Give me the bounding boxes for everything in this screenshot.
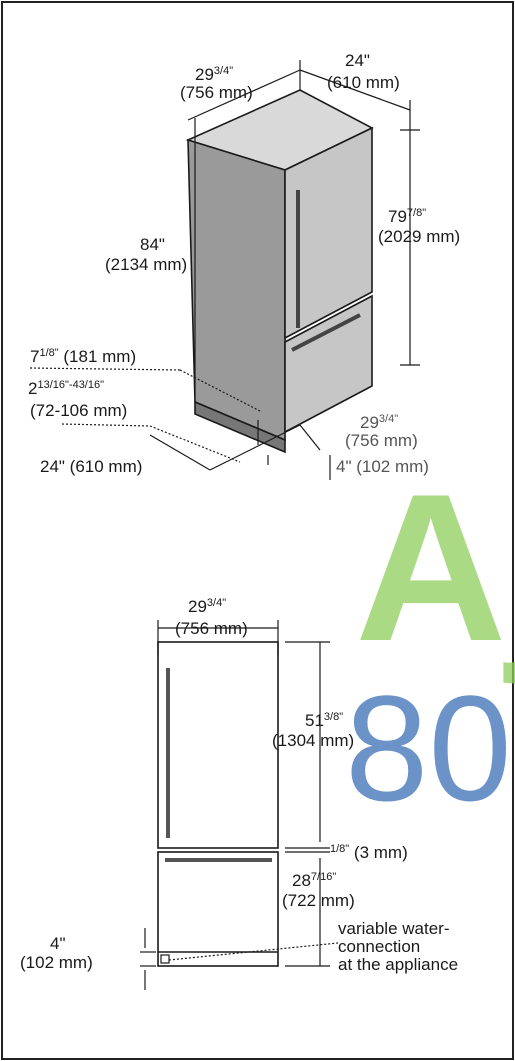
watermark: Aj 80	[345, 450, 515, 832]
svg-text:293/4": 293/4"	[360, 413, 398, 432]
dim-lines-top	[149, 60, 420, 480]
svg-text:797/8": 797/8"	[388, 207, 426, 226]
svg-text:513/8": 513/8"	[305, 711, 343, 730]
lower-height-label: 28	[292, 871, 311, 890]
svg-text:293/4": 293/4"	[195, 65, 233, 84]
water-label-3: at the appliance	[338, 955, 458, 974]
front-base-mm: (102 mm)	[20, 953, 93, 972]
fridge-isometric	[185, 89, 374, 454]
upper-height-label: 51	[305, 711, 324, 730]
svg-text:1/8" (3 mm): 1/8" (3 mm)	[330, 843, 408, 862]
lower-door	[157, 851, 279, 967]
svg-text:71/8" (181 mm): 71/8" (181 mm)	[30, 347, 136, 366]
toe-label: 7	[30, 347, 39, 366]
dim-lines-front	[140, 620, 330, 990]
svg-text:213/16"-43/16": 213/16"-43/16"	[28, 379, 104, 398]
adjust-label: 2	[28, 379, 37, 398]
height-right-label: 79	[388, 207, 407, 226]
fridge-front	[157, 641, 279, 967]
front-width-mm: (756 mm)	[175, 619, 248, 638]
water-leader	[168, 942, 339, 961]
height-right-mm: (2029 mm)	[378, 227, 460, 246]
depth-bottom-label: 24" (610 mm)	[40, 457, 142, 476]
water-label-1: variable water-	[338, 919, 450, 938]
width-bottom-label: 29	[360, 413, 379, 432]
upper-door	[157, 641, 279, 849]
top-depth-label: 24"	[345, 51, 370, 70]
adjust-mm: (72-106 mm)	[30, 401, 127, 420]
top-width-label: 29	[195, 65, 214, 84]
upper-height-mm: (1304 mm)	[272, 731, 354, 750]
watermark-text-2: 80	[345, 664, 512, 832]
lower-height-mm: (722 mm)	[282, 891, 355, 910]
gap-label: 1/8"	[330, 843, 349, 855]
front-width-label: 29	[188, 597, 207, 616]
svg-text:293/4": 293/4"	[188, 597, 226, 616]
svg-text:287/16": 287/16"	[292, 871, 336, 890]
height-left-mm: (2134 mm)	[105, 255, 187, 274]
height-left-label: 84"	[140, 235, 165, 254]
water-label-2: connection	[338, 937, 420, 956]
width-bottom-mm: (756 mm)	[345, 431, 418, 450]
top-width-mm: (756 mm)	[180, 83, 253, 102]
watermark-text-1: Aj	[355, 450, 515, 685]
top-depth-mm: (610 mm)	[327, 73, 400, 92]
front-base-label: 4"	[50, 934, 66, 953]
base-label-top: 4" (102 mm)	[336, 457, 429, 476]
dotted-leaders-top	[29, 367, 263, 463]
